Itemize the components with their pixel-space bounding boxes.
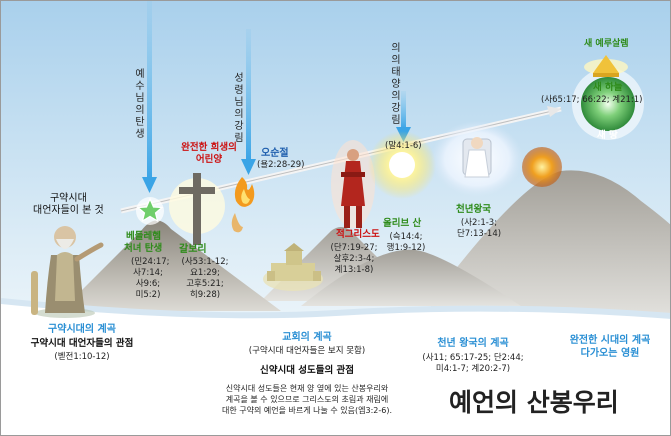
antichrist-name: 적그리스도 [336,229,380,240]
calvary-ref-2: 요1:29; [190,268,220,278]
spirit-descent-label: 성령님의 강림 [234,73,244,144]
antichrist-ref-3: 계13:1-8) [334,265,374,275]
millennium-kingdom-refs: (사2:1-3; 단7:13-14) [447,218,511,240]
olivet-ref-2: 행1:9-12) [386,243,426,253]
perfect-sacrifice-label: 완전한 희생의 어린양 [161,142,257,166]
bethlehem-ref-1: (민24:17; [131,257,170,267]
church-valley-block: 교회의 계곡 (구약시대 대언자들은 보지 못함) 신약시대 성도들의 관점 신… [207,332,407,416]
perfect-sacrifice-line2: 어린양 [195,154,223,165]
golden-city-icon [584,55,628,77]
bethlehem-name: 베들레헴 [126,231,161,242]
millennium-ref-1: (사2:1-3; [460,218,498,228]
antichrist-figure [331,140,375,228]
church-valley-heading: 신약시대 성도들의 관점 [259,365,354,377]
sun-icon [368,131,436,199]
new-earth-label: 새 땅 [597,130,618,141]
millennium-valley-refs: (사11; 65:17-25; 단2:44; 미4:1-7; 계20:2-7) [393,353,553,375]
ot-prophets-line2: 대언자들이 본 것 [33,204,104,216]
eternal-valley-line2: 다가오는 영원 [580,348,640,359]
olivet-ref-1: (슥14:4; [389,232,423,242]
ot-prophets-label: 구약시대 대언자들이 본 것 [33,193,104,216]
church-valley-title: 교회의 계곡 [282,332,332,343]
millennium-valley-block: 천년 왕국의 계곡 (사11; 65:17-25; 단2:44; 미4:1-7;… [393,338,553,375]
calvary-refs: (사53:1-12; 요1:29; 고후5:21; 히9:28) [177,257,233,301]
throne-figure [431,121,523,197]
perfect-sacrifice-line1: 완전한 희생의 [181,142,237,153]
olivet-refs: (슥14:4; 행1:9-12) [381,232,431,254]
cross-icon [169,173,225,245]
millennium-ref-2: 단7:13-14) [456,229,502,239]
temple-city-icon [263,243,323,291]
flame-icon [231,177,255,233]
ot-valley-ref: (벧전1:10-12) [54,352,110,363]
eternal-valley-block: 완전한 시대의 계곡 다가오는 영원 [553,334,667,360]
ot-valley-title: 구약시대의 계곡 [48,324,116,335]
fireball-icon [522,147,562,187]
vision-arrowhead [547,106,561,117]
ot-valley-sub: 구약시대 대언자들의 관점 [30,337,134,349]
bethlehem-ref-3: 사9:6; [135,279,161,289]
earth-globe-icon [572,68,644,140]
new-heaven-name: 새 하늘 [593,82,623,93]
prophet-figure [31,226,104,318]
eternal-valley-line1: 완전한 시대의 계곡 [569,335,651,346]
new-jerusalem-label: 새 예루살렘 [584,39,629,49]
calvary-name: 갈보리 [179,244,207,255]
pentecost-ref: (욜2:28-29) [257,160,305,170]
millennium-valley-ref-2: 미4:1-7; 계20:2-7) [435,363,511,374]
ot-prophets-line1: 구약시대 [49,193,87,204]
millennium-valley-title: 천년 왕국의 계곡 [437,338,509,349]
church-valley-body: 신약시대 성도들은 현재 양 옆에 있는 산봉우리와 계곡을 볼 수 있으므로 … [207,383,407,416]
star-icon [136,197,164,225]
ot-valley-block: 구약시대의 계곡 구약시대 대언자들의 관점 (벧전1:10-12) [9,324,155,363]
church-body-line1: 신약시대 성도들은 현재 양 옆에 있는 산봉우리와 [225,384,389,394]
pentecost-name: 오순절 [261,148,289,159]
sun-of-righteousness-label: 의의 태양의 강림 [391,43,401,126]
jesus-birth-label: 예수님의 탄생 [135,69,145,140]
bethlehem-ref-4: 미5:2) [135,290,161,300]
church-body-line2: 계곡을 볼 수 있으므로 그리스도의 초림과 재림에 [225,395,389,405]
virgin-birth-label: 처녀 탄생 [124,243,163,254]
antichrist-ref-2: 살후2:3-4; [333,254,375,264]
birth-arrow-head [142,177,157,193]
church-body-line3: 대한 구약의 예언을 바르게 나눌 수 있음(엡3:2-6). [221,406,392,416]
calvary-ref-1: (사53:1-12; [181,257,229,267]
olivet-name: 올리브 산 [383,218,422,229]
church-valley-sub: (구약시대 대언자들은 보지 못함) [248,345,366,356]
malachi-ref: (말4:1-6) [385,141,422,151]
calvary-ref-3: 고후5:21; [186,279,224,289]
millennium-valley-ref-1: (사11; 65:17-25; 단2:44; [422,352,524,363]
millennium-kingdom-name: 천년왕국 [456,204,491,215]
spirit-arrow-head [241,159,256,175]
new-heaven-refs: (사65:17; 66:22; 계21:1) [541,95,643,105]
bethlehem-refs: (민24:17; 사7:14; 사9:6; 미5:2) [131,257,170,301]
page-title: 예언의 산봉우리 [449,388,619,417]
antichrist-refs: (단7:19-27; 살후2:3-4; 계13:1-8) [327,243,381,276]
antichrist-ref-1: (단7:19-27; [330,243,378,253]
bethlehem-ref-2: 사7:14; [133,268,163,278]
calvary-ref-4: 히9:28) [189,290,221,300]
